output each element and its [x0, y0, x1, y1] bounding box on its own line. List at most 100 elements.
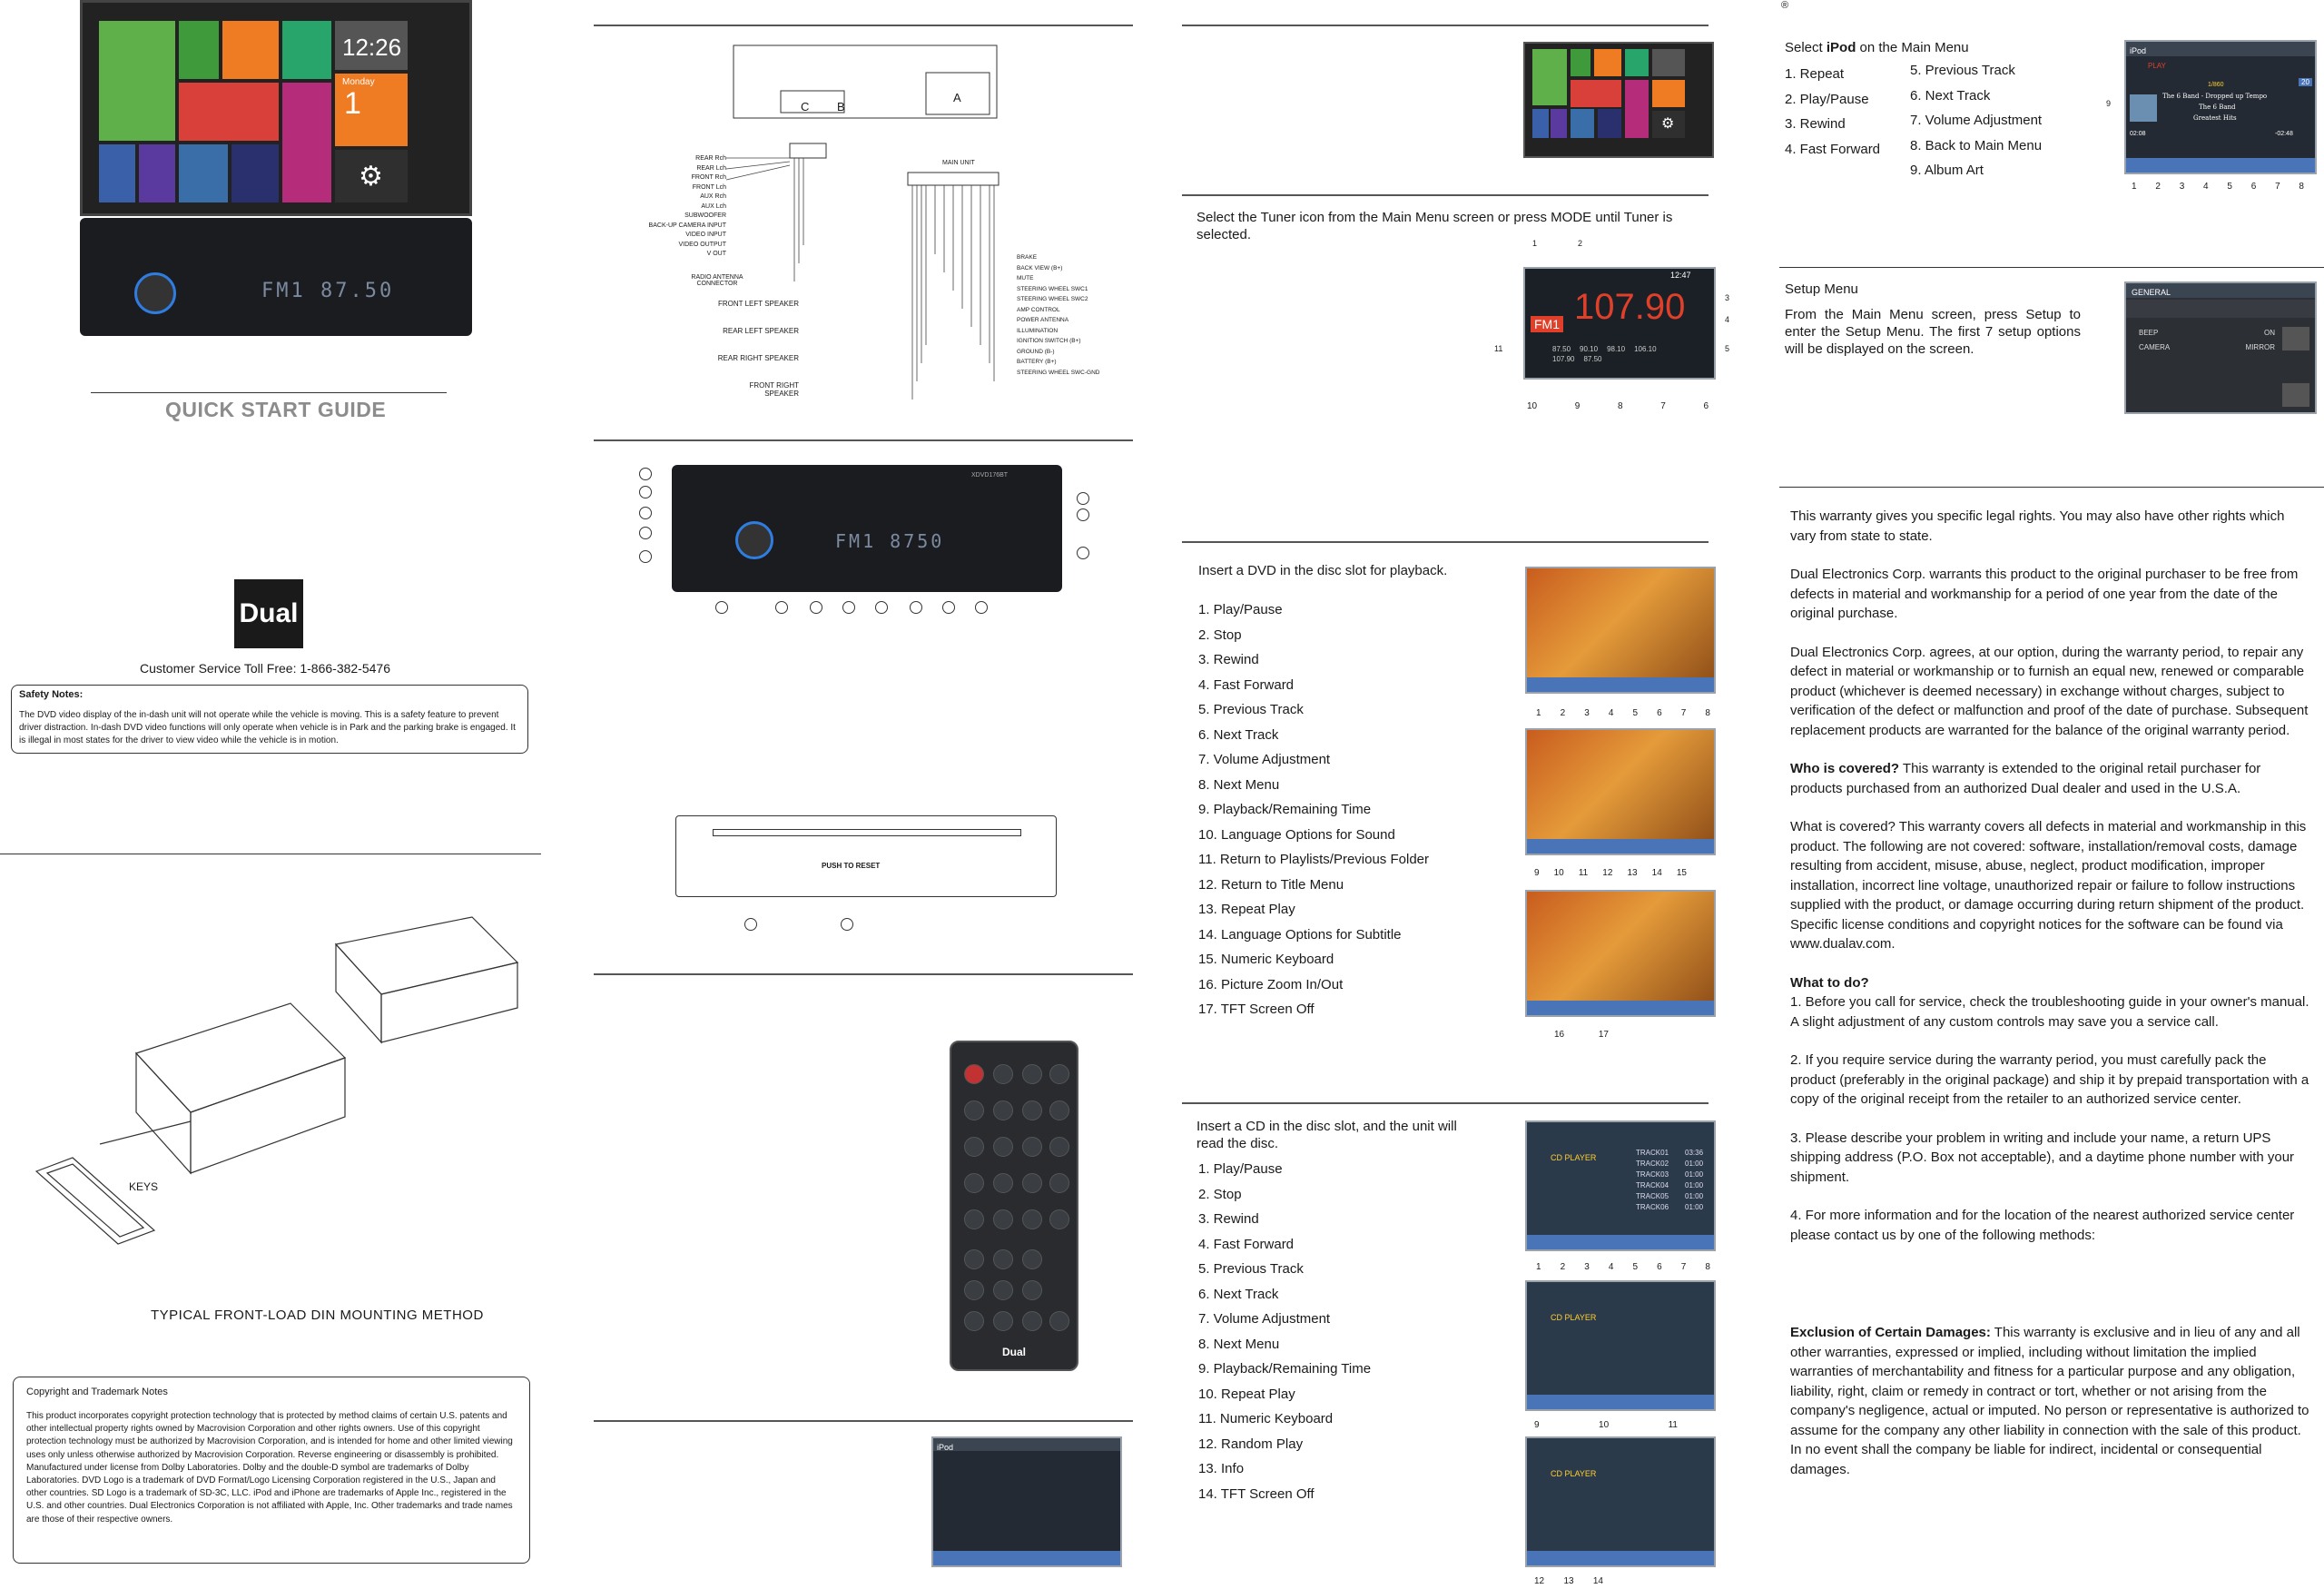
remote-key [964, 1173, 984, 1193]
cd-item: 11. Numeric Keyboard [1198, 1411, 1334, 1426]
remote-key [1022, 1311, 1042, 1331]
ipod-topbar: iPod [2126, 42, 2315, 56]
cd-item: 7. Volume Adjustment [1198, 1311, 1331, 1327]
clock-time: 12:26 [342, 34, 402, 61]
clock-tile: 12:26 [335, 21, 408, 70]
front-callout [715, 601, 728, 614]
dvd-item: 5. Previous Track [1198, 702, 1304, 717]
remote-key [964, 1137, 984, 1157]
sd-tile [179, 21, 219, 79]
warranty-p3: Dual Electronics Corp. agrees, at our op… [1790, 644, 2309, 738]
media-column: ⚙ Select the Tuner icon from the Main Me… [1162, 0, 1743, 1589]
remote-key [1049, 1173, 1069, 1193]
cd-item: 2. Stop [1198, 1186, 1242, 1202]
col3-rule-2 [1182, 194, 1709, 196]
cd-screen-3: CD PLAYER [1525, 1436, 1716, 1567]
main-menu-mini: ⚙ [1523, 42, 1714, 158]
warranty-who: Who is covered? This warranty is extende… [1790, 761, 2261, 796]
remote-key [1022, 1064, 1042, 1084]
cd-item: 9. Playback/Remaining Time [1198, 1361, 1372, 1377]
copyright-text: This product incorporates copyright prot… [26, 1411, 513, 1525]
col3-rule-3 [1182, 541, 1709, 543]
copyright-title: Copyright and Trademark Notes [26, 1387, 168, 1397]
front-callout [875, 601, 888, 614]
cd-item: 13. Info [1198, 1461, 1245, 1476]
ipod-artist: The 6 Band [2199, 104, 2236, 111]
ipod-small-screen: iPod [931, 1436, 1122, 1567]
remote-key [993, 1064, 1013, 1084]
keys-label: KEYS [129, 1180, 159, 1193]
front-callout [639, 507, 652, 519]
radio-tile [99, 21, 175, 141]
front-panel-display: FM1 8750 [835, 530, 945, 552]
ipod-item: 1. Repeat [1785, 66, 1845, 82]
dvd-screen-2 [1525, 728, 1716, 855]
remote-key [964, 1280, 984, 1300]
monitor-tile [231, 144, 279, 202]
setup-text: From the Main Menu screen, press Setup t… [1785, 307, 2081, 357]
dvd-screen-3 [1525, 890, 1716, 1017]
cd-intro: Insert a CD in the disc slot, and the un… [1196, 1119, 1457, 1151]
cd-item: 6. Next Track [1198, 1286, 1279, 1302]
dvd-screen-2-controls [1527, 839, 1714, 854]
mini-tile [1571, 109, 1594, 138]
mini-radio-tile [1532, 49, 1567, 105]
safety-text: The DVD video display of the in-dash uni… [19, 710, 516, 745]
front-callout [1077, 508, 1089, 521]
usb-tile [282, 83, 331, 202]
ipod-intro: Select iPod on the Main Menu [1785, 40, 1969, 55]
col2-top-rule [594, 25, 1133, 26]
mini-tile [1532, 109, 1549, 138]
quick-start-title: QUICK START GUIDE [165, 398, 387, 421]
front-panel-model: XDVD176BT [971, 472, 1009, 479]
volume-knob [134, 272, 176, 314]
cd-item: 4. Fast Forward [1198, 1236, 1295, 1252]
ipod-item: 9. Album Art [1910, 163, 1984, 178]
tuner-instructions: Select the Tuner icon from the Main Menu… [1196, 210, 1673, 242]
cd-item: 14. TFT Screen Off [1198, 1485, 1315, 1502]
warranty-todo3: 3. Please describe your problem in writi… [1790, 1130, 2295, 1185]
col3-top-rule [1182, 25, 1709, 26]
mini-tile [1625, 49, 1649, 76]
chassis-callout [744, 918, 757, 931]
remote-key [1049, 1209, 1069, 1229]
front-callout [1077, 547, 1089, 559]
tuner-callout-11: 11 [1494, 344, 1503, 353]
warranty-p2: Dual Electronics Corp. warrants this pro… [1790, 567, 2299, 621]
cd-screen-2: CD PLAYER [1525, 1280, 1716, 1411]
setup-icon-row [2126, 300, 2315, 318]
calendar-day: Monday [342, 77, 375, 87]
chassis-callout [841, 918, 853, 931]
cd-item: 12. Random Play [1198, 1436, 1304, 1452]
setup-scroll-down [2282, 383, 2309, 407]
warranty-todo1: 1. Before you call for service, check th… [1790, 994, 2309, 1030]
camera-tile [282, 21, 331, 79]
ipod-play-label: PLAY [2148, 62, 2166, 70]
safety-notes-box: Safety Notes: The DVD video display of t… [11, 685, 528, 754]
remote-key [993, 1100, 1013, 1120]
ipod-small-topbar: iPod [933, 1438, 1120, 1452]
front-callout [910, 601, 922, 614]
front-callout [639, 468, 652, 480]
remote-key [1049, 1064, 1069, 1084]
mounting-sketch [34, 916, 519, 1245]
ipod-small-controls [933, 1551, 1120, 1565]
faceplate-display: FM1 87.50 [261, 280, 395, 302]
cd-screen-1-controls [1527, 1235, 1714, 1249]
ipod-album-art [2130, 94, 2157, 122]
